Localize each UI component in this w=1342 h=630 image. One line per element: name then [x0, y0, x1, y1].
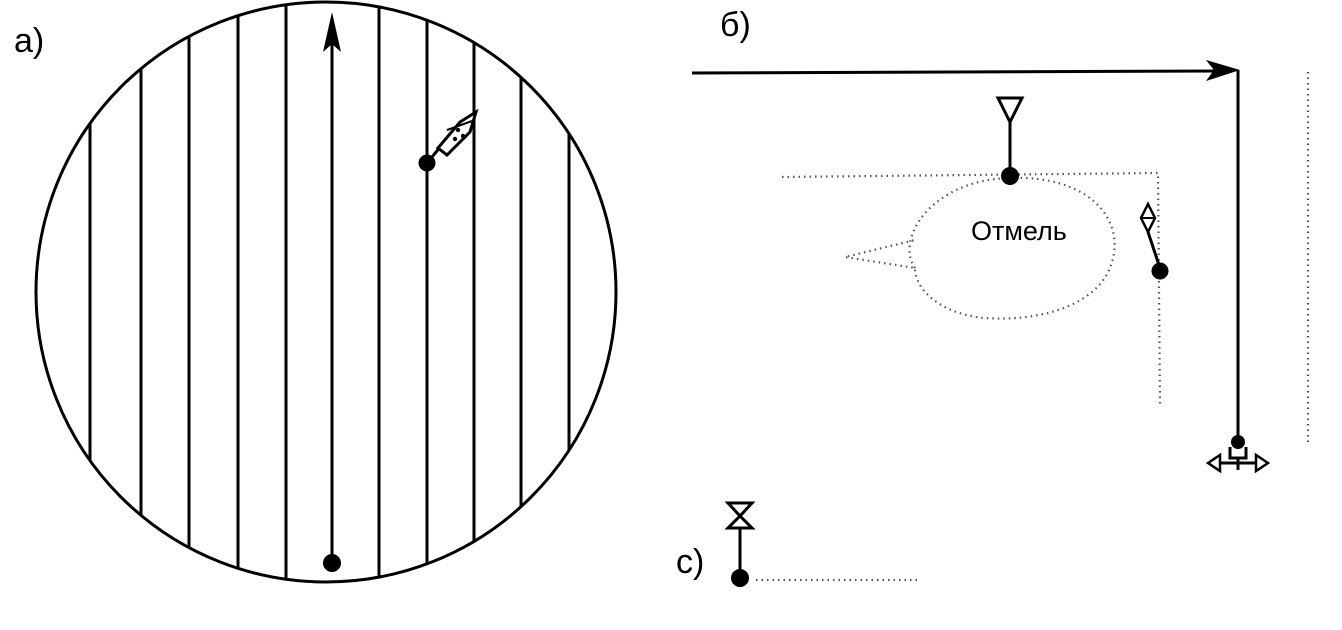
c-marker-dot [731, 569, 749, 587]
panel-c: с) [676, 501, 920, 587]
top-marker-dot [1001, 167, 1019, 185]
arrow-right-icon [1206, 60, 1240, 81]
panel-b-label: б) [720, 6, 751, 44]
diamond-marker-icon [435, 108, 479, 157]
sweep-lines [88, 2, 571, 582]
panel-c-label: с) [676, 543, 704, 581]
anchor-icon [1205, 435, 1271, 474]
course-line [691, 69, 1219, 75]
hourglass-icon [724, 501, 756, 530]
side-marker-dot [1151, 262, 1169, 280]
shoal-label: Отмель [971, 216, 1067, 246]
panel-b: б) Отмель [691, 6, 1310, 474]
panel-a: а) [14, 0, 618, 584]
start-point-dot [323, 554, 341, 572]
shoal-boundary-dotted [781, 171, 1162, 406]
panel-a-label: а) [14, 22, 44, 60]
marker-dot [418, 154, 436, 172]
arrow-up-icon [323, 12, 341, 52]
side-marker-pole [1146, 231, 1162, 269]
inverted-triangle-icon [995, 96, 1025, 126]
shoal-bubble-dotted [844, 176, 1116, 320]
search-area-circle [34, 0, 618, 584]
